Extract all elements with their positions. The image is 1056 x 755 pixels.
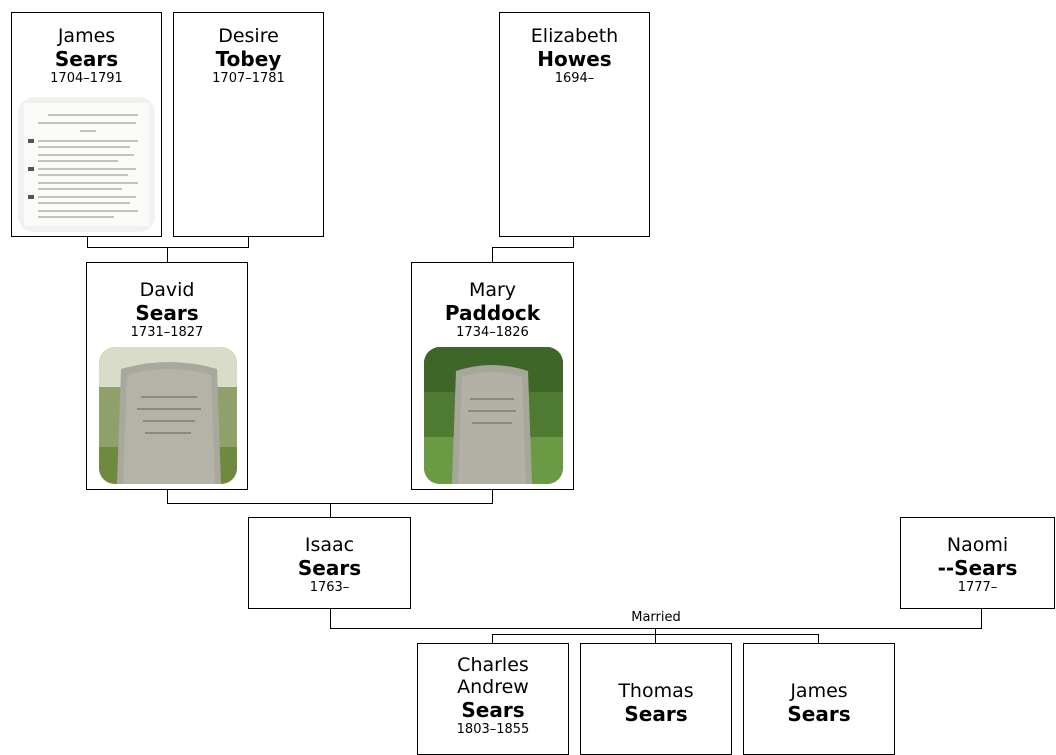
connector-line [87, 237, 88, 248]
person-card-charles-andrew-sears[interactable]: Charles Andrew Sears 1803–1855 [417, 643, 569, 755]
person-card-elizabeth-howes[interactable]: Elizabeth Howes 1694– [499, 12, 650, 237]
given-name-line2: Andrew [457, 676, 529, 698]
surname: Sears [297, 556, 362, 580]
connector-line [573, 237, 574, 248]
connector-line [492, 489, 493, 504]
marriage-line [330, 628, 982, 629]
connector-line [492, 247, 493, 262]
life-dates: 1777– [957, 580, 998, 595]
connector-line [87, 247, 249, 248]
connector-line [655, 628, 656, 635]
given-name: David [139, 279, 195, 301]
given-name: Naomi [946, 534, 1009, 556]
person-card-thomas-sears[interactable]: Thomas Sears [580, 643, 732, 755]
life-dates: 1707–1781 [212, 71, 285, 86]
life-dates: 1694– [554, 71, 595, 86]
surname: Sears [461, 698, 525, 722]
surname: Howes [537, 47, 612, 71]
person-card-david-sears[interactable]: David Sears 1731–1827 [86, 262, 248, 490]
married-label: Married [631, 610, 681, 625]
given-name-line1: Charles [457, 654, 529, 676]
document-scan-icon [18, 97, 155, 232]
surname: Tobey [215, 47, 282, 71]
given-name: James [790, 680, 848, 702]
given-name: James [57, 25, 116, 47]
gravestone-icon [99, 347, 237, 484]
document-scan-photo[interactable] [18, 97, 155, 232]
person-card-isaac-sears[interactable]: Isaac Sears 1763– [248, 517, 411, 609]
connector-line [248, 237, 249, 248]
person-card-james-sears-child[interactable]: James Sears [743, 643, 895, 755]
surname: Sears [54, 47, 119, 71]
gravestone-icon [424, 347, 563, 484]
surname: --Sears [937, 556, 1018, 580]
life-dates: 1734–1826 [456, 325, 529, 340]
connector-line [167, 489, 168, 504]
surname: Paddock [444, 301, 541, 325]
gravestone-photo[interactable] [424, 347, 563, 484]
connector-line [818, 634, 819, 643]
life-dates: 1704–1791 [50, 71, 123, 86]
person-card-desire-tobey[interactable]: Desire Tobey 1707–1781 [173, 12, 324, 237]
given-name: Elizabeth [530, 25, 619, 47]
given-name: Isaac [304, 534, 355, 556]
gravestone-photo[interactable] [99, 347, 237, 484]
connector-line [655, 634, 656, 643]
given-name: Mary [468, 279, 517, 301]
connector-line [330, 503, 331, 517]
life-dates: 1731–1827 [130, 325, 204, 340]
marriage-line [981, 608, 982, 629]
person-card-naomi-sears[interactable]: Naomi --Sears 1777– [900, 517, 1055, 609]
surname: Sears [624, 702, 688, 726]
life-dates: 1803–1855 [456, 722, 530, 737]
surname: Sears [135, 301, 199, 325]
connector-line [492, 634, 493, 643]
person-card-mary-paddock[interactable]: Mary Paddock 1734–1826 [411, 262, 574, 490]
life-dates: 1763– [309, 580, 350, 595]
person-card-james-sears-1704[interactable]: James Sears 1704–1791 [11, 12, 162, 237]
connector-line [167, 247, 168, 262]
given-name: Thomas [618, 680, 694, 702]
connector-line [492, 247, 574, 248]
surname: Sears [787, 702, 851, 726]
given-name: Desire [218, 25, 279, 47]
marriage-line [330, 608, 331, 629]
